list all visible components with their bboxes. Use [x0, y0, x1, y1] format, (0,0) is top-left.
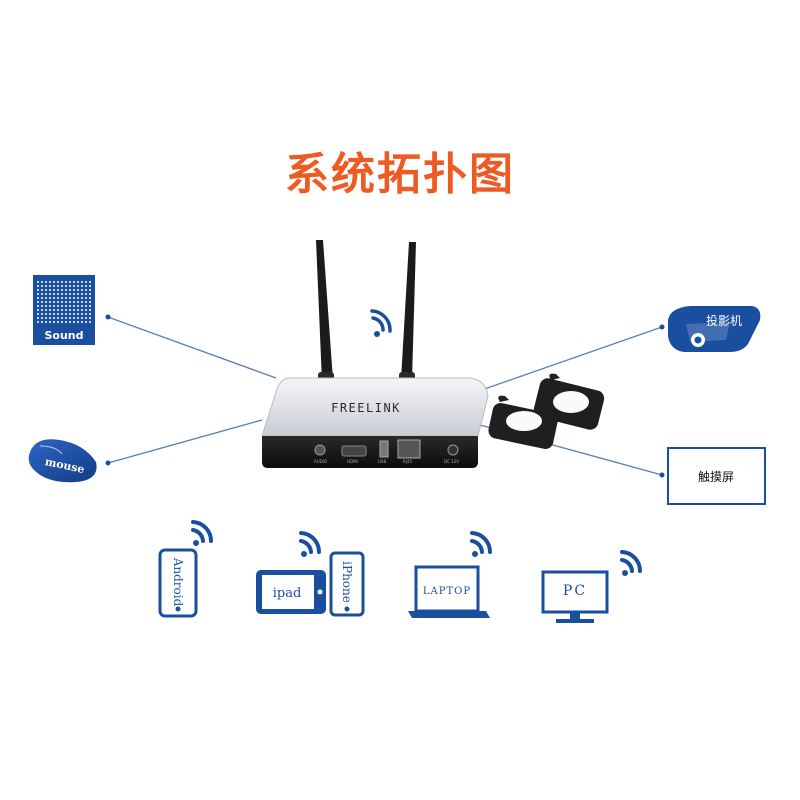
antenna-left: [316, 240, 334, 386]
iphone-phone: iPhone: [329, 551, 365, 617]
link-sound: [107, 316, 277, 379]
iphone-label: iPhone: [340, 561, 354, 603]
node-dot: [105, 314, 111, 320]
device-brand: FREELINK: [331, 401, 401, 415]
dc-port: [447, 444, 459, 456]
touchscreen-label: 触摸屏: [698, 470, 734, 484]
link-projector: [475, 326, 663, 393]
port-label: RJ45: [403, 459, 413, 464]
ipad-label: ipad: [273, 586, 302, 601]
audio-port: [314, 444, 326, 456]
wifi-icon: [470, 531, 493, 557]
wifi-icon: [620, 550, 643, 576]
mouse-device: mouse: [28, 439, 97, 483]
usb-port: [379, 440, 389, 458]
port-label: USB: [378, 459, 386, 464]
sound-label: Sound: [44, 329, 83, 342]
projector-device: 投影机: [668, 306, 761, 352]
projector-label: 投影机: [706, 313, 742, 328]
freelink-device: FREELINK AUDIO HDMI USB RJ45 DC 12V: [261, 377, 489, 468]
wifi-icon: [370, 309, 392, 337]
rj45-port: [397, 439, 421, 459]
sound-speaker: Sound: [33, 275, 95, 345]
node-dot: [659, 324, 665, 330]
dongle-button-front: [488, 395, 558, 449]
ipad-tablet: ipad: [256, 570, 326, 614]
android-phone: Android: [158, 548, 198, 618]
port-label: AUDIO: [314, 459, 327, 464]
touchscreen-device: 触摸屏: [667, 447, 766, 505]
port-label: DC 12V: [444, 459, 459, 464]
node-dot: [105, 460, 111, 466]
node-dot: [659, 472, 665, 478]
laptop-computer: LAPTOP: [408, 565, 490, 618]
laptop-label: LAPTOP: [423, 586, 471, 597]
link-mouse: [107, 419, 263, 464]
pc-label: PC: [563, 583, 587, 599]
android-label: Android: [171, 557, 185, 607]
hdmi-port: [341, 445, 367, 457]
wifi-icon: [191, 520, 214, 546]
pc-monitor: PC: [541, 570, 609, 623]
wifi-icon: [299, 531, 322, 557]
antenna-right: [399, 242, 416, 386]
diagram-title: 系统拓扑图: [285, 149, 515, 200]
port-label: HDMI: [347, 459, 358, 464]
